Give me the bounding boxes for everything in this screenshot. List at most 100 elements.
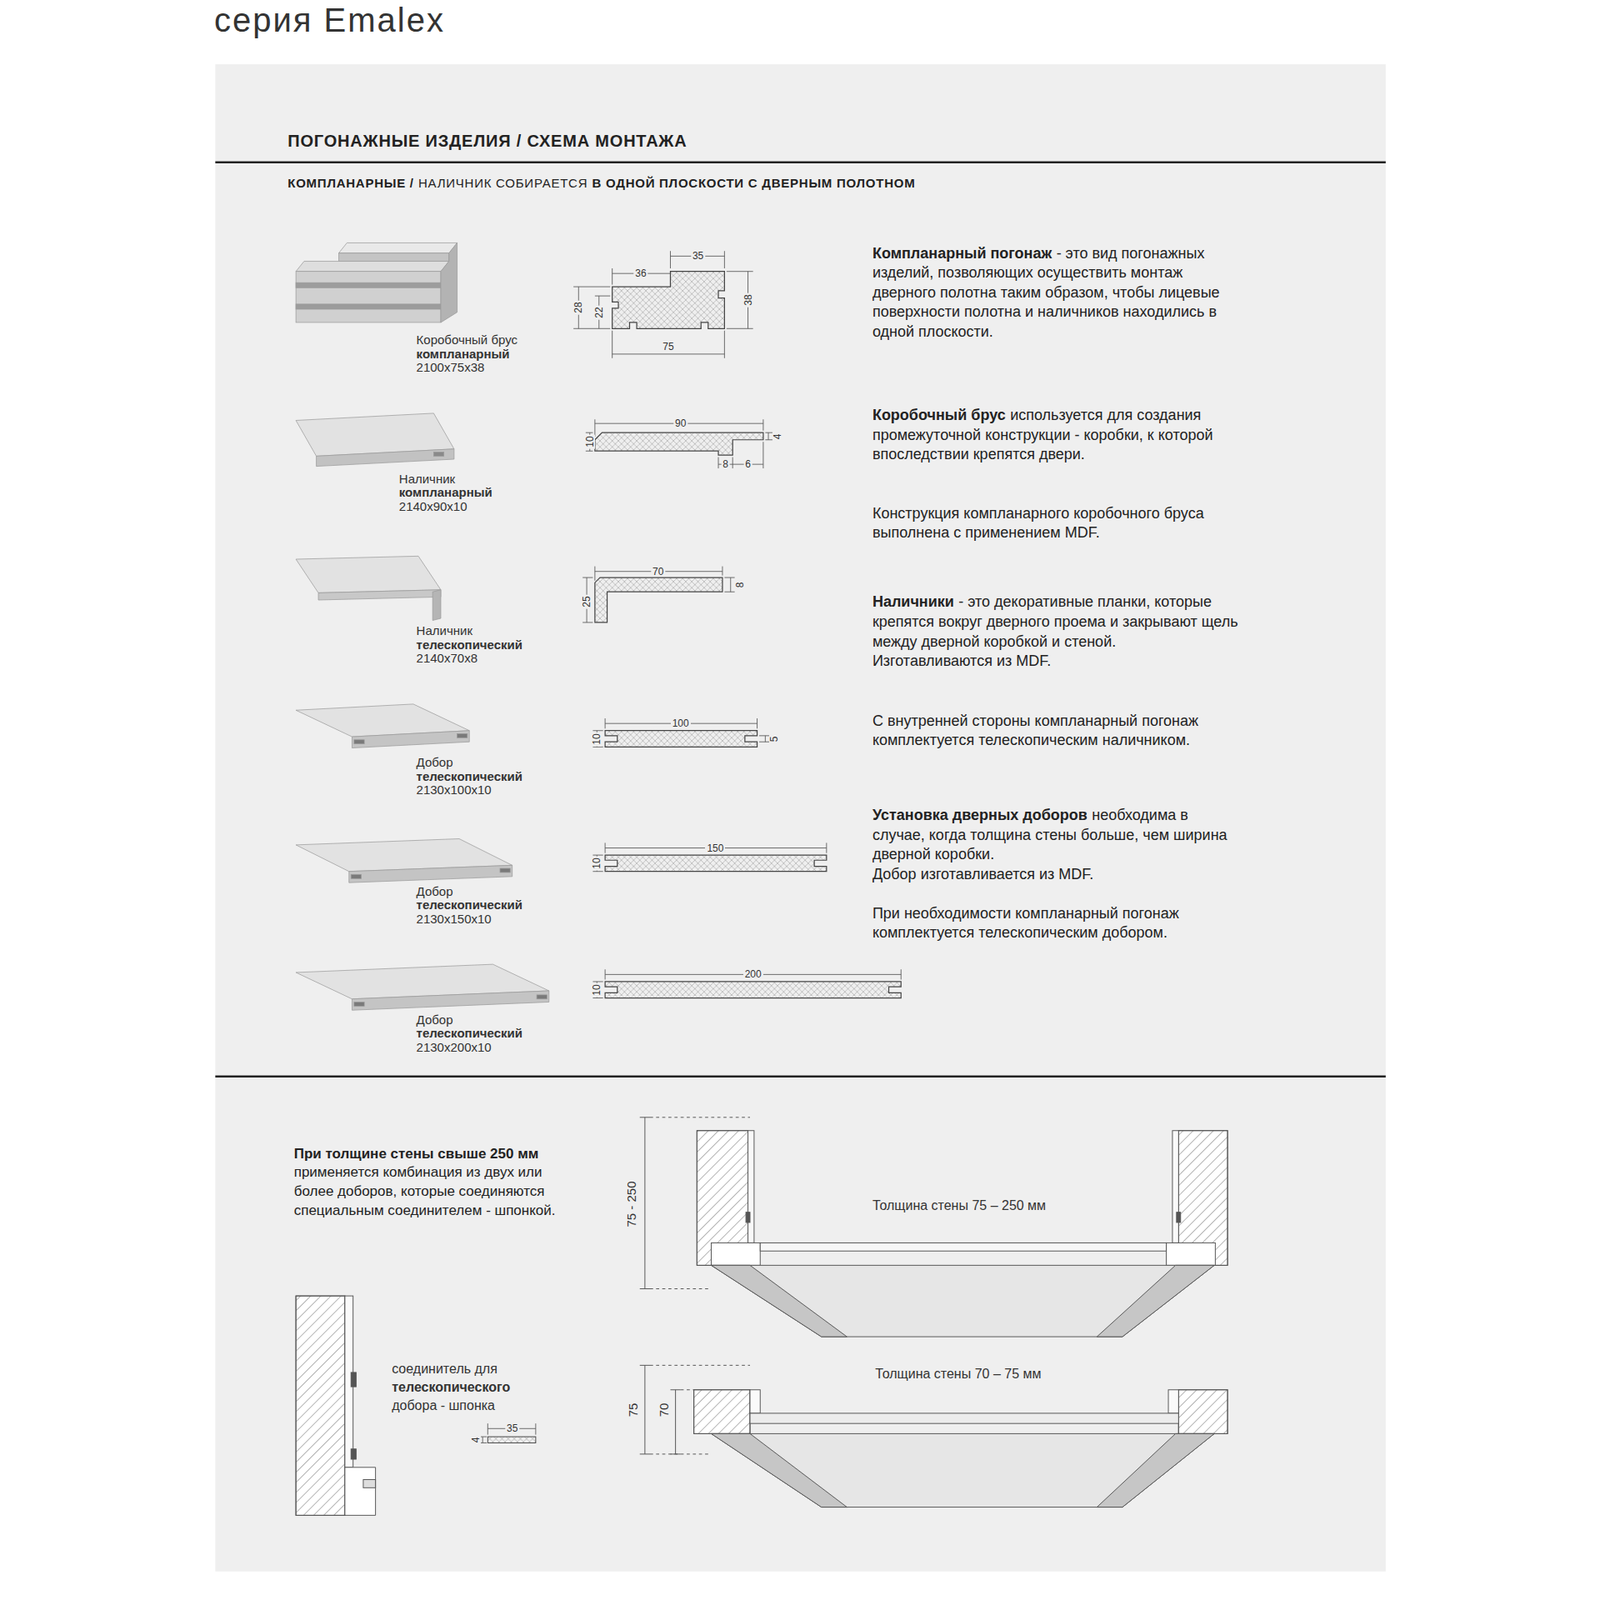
connector-caption: соединитель для — [391, 1360, 510, 1379]
text-group: 70 — [656, 1401, 670, 1420]
text-group: 10 — [591, 982, 602, 997]
installation-scheme — [1178, 1390, 1228, 1435]
part-caption: телескопический — [416, 770, 523, 785]
text-group: соединитель длятелескопическогодобора - … — [391, 1360, 510, 1415]
dimension-label: 75 - 250 — [623, 1180, 638, 1227]
description-text: Конструкция компланарного коробочного бр… — [872, 505, 1205, 542]
panel — [215, 1075, 1385, 1078]
description-text: Добор изготавливается из MDF. — [872, 865, 1236, 885]
text-group: 10 — [591, 731, 602, 746]
product-illustration — [457, 733, 468, 738]
text-group: 70 — [650, 566, 665, 577]
product-illustration — [349, 865, 513, 883]
text-group: Толщина стены 70 – 75 мм — [875, 1366, 1041, 1382]
subheading: КОМПЛАНАРНЫЕ / — [287, 175, 414, 190]
product-illustration — [500, 868, 510, 873]
dimension-line — [765, 432, 773, 440]
installation-scheme — [694, 1390, 750, 1435]
installation-scheme — [640, 1117, 650, 1290]
wall-thickness-label: Толщина стены 75 – 250 мм — [872, 1198, 1046, 1213]
part-caption: Наличник — [416, 624, 523, 639]
dimension-label: 35 — [692, 250, 704, 262]
installation-scheme — [650, 1117, 750, 1290]
section-heading: ПОГОНАЖНЫЕ ИЗДЕЛИЯ / СХЕМА МОНТАЖА — [287, 131, 687, 150]
product-illustration — [433, 451, 444, 456]
dimension-label: 35 — [506, 1422, 518, 1435]
product-illustration — [295, 413, 455, 456]
description-text: Компланарный погонаж — [872, 245, 1052, 262]
description-text: Изготавливаются из MDF. — [872, 651, 1236, 672]
part-caption: Коробочный брус — [416, 333, 518, 348]
product-illustration — [432, 590, 441, 621]
text-group: 22 — [594, 305, 605, 320]
text-group: 4 — [470, 1435, 481, 1445]
text-group: 35 — [690, 250, 705, 261]
note-text: При толщине стены свыше 250 мм — [294, 1145, 561, 1165]
dimension-label: 6 — [745, 458, 751, 470]
dimension-line — [573, 286, 610, 329]
dimension-label: 90 — [675, 417, 686, 430]
description-text: Установка дверных доборов — [872, 806, 1088, 824]
part-caption: 2130x150x10 — [416, 912, 523, 927]
product-illustration — [316, 449, 455, 467]
text-group: 90 — [673, 418, 688, 429]
text-group: 75 - 250 — [624, 1179, 637, 1229]
dimension-line — [670, 250, 725, 269]
part-caption: 2100x75x38 — [416, 360, 518, 375]
text-group: 5 — [769, 734, 780, 744]
text-group: 8 — [720, 459, 730, 470]
text-group: 4 — [772, 432, 783, 442]
product-illustration — [339, 242, 458, 253]
product-illustration — [295, 304, 441, 310]
dimension-label: 10 — [590, 733, 603, 745]
product-illustration — [440, 242, 458, 323]
part-caption: 2140x90x10 — [399, 500, 493, 515]
part-caption: компланарный — [416, 347, 518, 362]
connector-detail — [350, 1372, 356, 1387]
dimension-label: 200 — [745, 968, 762, 980]
text-group: 75 — [660, 341, 675, 352]
dimension-line — [724, 577, 735, 592]
dimension-label: 25 — [580, 596, 593, 608]
text-group: При необходимости компланарный погонаж к… — [872, 904, 1240, 944]
dimension-line — [612, 330, 725, 359]
dimension-line — [759, 735, 770, 742]
installation-scheme — [1096, 1433, 1215, 1507]
part-caption: Добор — [416, 885, 523, 900]
text-group: 10 — [591, 855, 602, 870]
product-illustration — [351, 730, 470, 749]
product-illustration — [295, 260, 450, 271]
text-group: 38 — [743, 292, 754, 307]
part-caption: телескопический — [416, 1026, 523, 1041]
text-group: 35 — [505, 1423, 520, 1434]
connector-detail — [350, 1449, 356, 1460]
dimension-label: 100 — [672, 717, 690, 730]
installation-scheme — [760, 1242, 1166, 1251]
product-illustration — [536, 995, 547, 1000]
part-caption: 2140x70x8 — [416, 651, 523, 666]
text-group: 28 — [573, 300, 584, 315]
dimension-line — [605, 969, 901, 980]
page-title: серия Emalex — [214, 3, 445, 37]
text-group: 100 — [670, 718, 691, 729]
text-group: 200 — [743, 969, 764, 980]
panel — [215, 64, 1385, 1572]
dimension-label: 38 — [742, 294, 755, 305]
connector-detail — [295, 1295, 345, 1515]
text-group: Наличники- это декоративные планки, кото… — [872, 592, 1240, 671]
dimension-label: 22 — [593, 306, 605, 318]
dimension-line — [612, 268, 671, 285]
dimension-line — [573, 250, 901, 998]
dimension-label: 75 — [625, 1403, 640, 1418]
installation-scheme — [1096, 1265, 1215, 1337]
profile-section — [605, 855, 827, 872]
text-group: Наличниккомпланарный2140x90x10 — [399, 472, 493, 515]
text-group: Компланарный погонаж- это вид погонажных… — [872, 244, 1240, 343]
part-caption: 2130x200x10 — [416, 1040, 523, 1055]
dimension-label: 8 — [734, 581, 746, 588]
dimension-label: 28 — [572, 301, 585, 313]
installation-scheme — [1168, 1390, 1179, 1414]
installation-scheme — [748, 1130, 755, 1244]
installation-scheme — [745, 1212, 750, 1223]
installation-scheme — [650, 1365, 750, 1455]
